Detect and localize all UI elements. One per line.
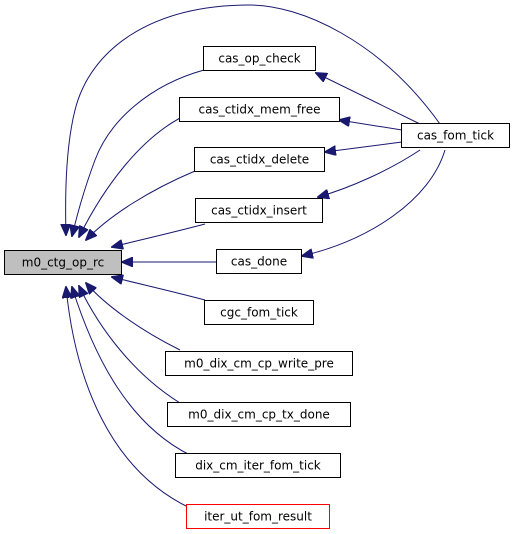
edge-cas-ctidx-insert-to-m0-ctg-op-rc bbox=[112, 223, 206, 247]
edges bbox=[66, 4, 446, 509]
node-label: cas_fom_tick bbox=[417, 129, 494, 143]
node-label: m0_ctg_op_rc bbox=[22, 256, 104, 270]
edge-cas-fom-tick-to-cas-ctidx-insert bbox=[318, 149, 421, 197]
node-label: cas_ctidx_delete bbox=[210, 153, 309, 167]
node-cas-ctidx-delete[interactable]: cas_ctidx_delete bbox=[194, 147, 325, 172]
node-cas-ctidx-insert[interactable]: cas_ctidx_insert bbox=[195, 198, 323, 223]
node-label: cas_ctidx_mem_free bbox=[199, 103, 321, 117]
edge-cas-fom-tick-to-m0-ctg-op-rc bbox=[66, 4, 441, 235]
edge-cas-op-check-to-m0-ctg-op-rc bbox=[72, 69, 205, 236]
edge-cas-fom-tick-to-cas-ctidx-mem-free bbox=[339, 120, 403, 131]
edge-cas-ctidx-delete-to-m0-ctg-op-rc bbox=[86, 170, 196, 240]
node-label: cas_done bbox=[231, 255, 287, 269]
node-cgc-fom-tick[interactable]: cgc_fom_tick bbox=[204, 300, 314, 325]
node-label: dix_cm_iter_fom_tick bbox=[195, 459, 321, 473]
edge-dix-tx-done-to-m0-ctg-op-rc bbox=[79, 286, 181, 404]
edge-iter-ut-fom-result-to-m0-ctg-op-rc bbox=[66, 287, 191, 509]
edge-cgc-fom-tick-to-m0-ctg-op-rc bbox=[112, 277, 206, 301]
edge-dix-iter-fom-tick-to-m0-ctg-op-rc bbox=[72, 287, 191, 456]
node-cas-ctidx-mem-free[interactable]: cas_ctidx_mem_free bbox=[179, 97, 340, 122]
edge-dix-write-pre-to-m0-ctg-op-rc bbox=[86, 283, 181, 351]
node-label: m0_dix_cm_cp_write_pre bbox=[184, 357, 334, 371]
node-label: cgc_fom_tick bbox=[220, 306, 298, 320]
node-label: cas_op_check bbox=[218, 52, 300, 66]
node-m0-dix-cm-cp-tx-done[interactable]: m0_dix_cm_cp_tx_done bbox=[167, 402, 351, 427]
node-label: cas_ctidx_insert bbox=[211, 204, 307, 218]
node-m0-ctg-op-rc[interactable]: m0_ctg_op_rc bbox=[4, 250, 122, 275]
node-label: m0_dix_cm_cp_tx_done bbox=[188, 408, 330, 422]
node-m0-dix-cm-cp-write-pre[interactable]: m0_dix_cm_cp_write_pre bbox=[165, 351, 353, 376]
edge-cas-fom-tick-to-cas-op-check bbox=[316, 73, 421, 125]
node-iter-ut-fom-result[interactable]: iter_ut_fom_result bbox=[186, 504, 330, 529]
edge-cas-ctidx-mem-free-to-m0-ctg-op-rc bbox=[79, 117, 181, 237]
node-cas-fom-tick[interactable]: cas_fom_tick bbox=[401, 123, 510, 148]
node-cas-op-check[interactable]: cas_op_check bbox=[203, 46, 316, 71]
edge-cas-fom-tick-to-cas-ctidx-delete bbox=[325, 141, 403, 152]
edge-cas-fom-tick-to-cas-done bbox=[302, 149, 446, 256]
node-cas-done[interactable]: cas_done bbox=[216, 249, 302, 274]
node-label: iter_ut_fom_result bbox=[204, 510, 312, 524]
node-dix-cm-iter-fom-tick[interactable]: dix_cm_iter_fom_tick bbox=[175, 453, 341, 478]
